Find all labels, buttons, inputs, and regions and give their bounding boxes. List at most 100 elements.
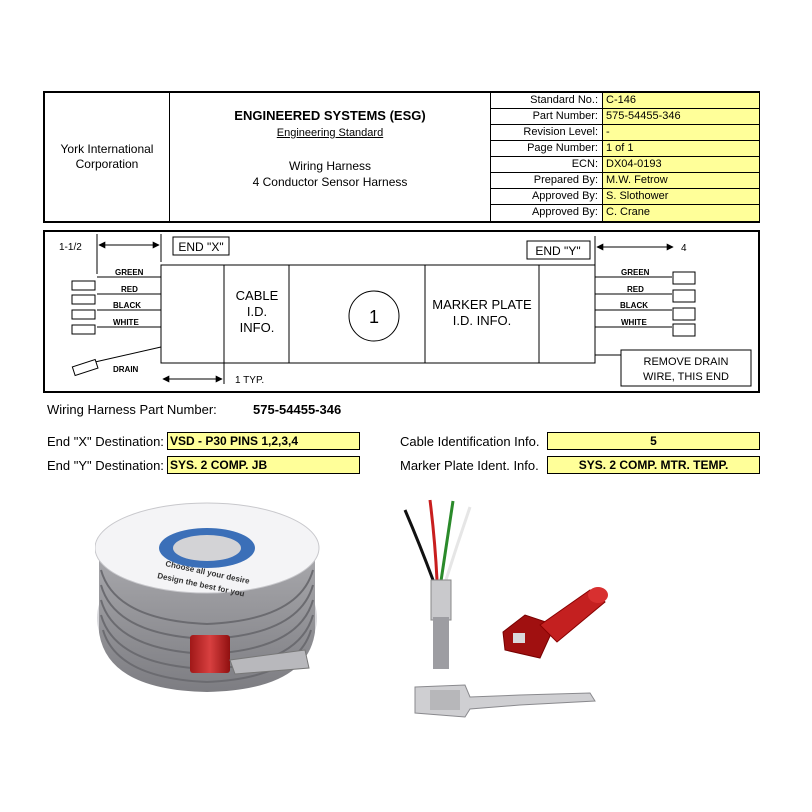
white-wire <box>443 506 472 584</box>
marker-plate-label: Marker Plate Ident. Info. <box>400 458 539 473</box>
cable-id-field: 5 <box>547 432 760 450</box>
callout-circle <box>348 290 400 342</box>
document-title: ENGINEERED SYSTEMS (ESG) <box>234 108 426 123</box>
cable-jacket <box>433 617 449 669</box>
wire-terminal <box>672 271 696 285</box>
property-value: C-146 <box>603 93 759 108</box>
end-y-destination-label: End "Y" Destination: <box>47 458 164 473</box>
properties-table: Standard No.: C-146 Part Number: 575-544… <box>490 93 760 221</box>
property-value: 575-54455-346 <box>603 109 759 124</box>
red-sleeve <box>190 635 230 673</box>
wire-label-left: GREEN <box>115 268 144 277</box>
wire-terminal <box>71 280 96 291</box>
end-y-label: END "Y" <box>535 244 580 258</box>
wire-terminal <box>71 294 96 305</box>
wire-terminal <box>71 309 96 320</box>
property-row: Part Number: 575-54455-346 <box>491 109 759 125</box>
marker-line1: MARKER PLATE <box>432 297 532 312</box>
property-value: 1 of 1 <box>603 141 759 156</box>
end-x-destination-field: VSD - P30 PINS 1,2,3,4 <box>167 432 360 450</box>
property-row: Page Number: 1 of 1 <box>491 141 759 157</box>
property-value: M.W. Fetrow <box>603 173 759 188</box>
property-value: DX04-0193 <box>603 157 759 172</box>
dim-left-label: 1-1/2 <box>59 242 82 253</box>
property-label: Part Number: <box>491 109 603 124</box>
cable-id-line3: INFO. <box>240 320 275 335</box>
property-label: Page Number: <box>491 141 603 156</box>
note-box <box>620 349 752 387</box>
end-y-box <box>526 240 591 260</box>
property-label: Revision Level: <box>491 125 603 140</box>
property-label: Prepared By: <box>491 173 603 188</box>
wire-terminal <box>672 289 696 303</box>
wire-label-left: BLACK <box>113 301 141 310</box>
wire-terminal <box>672 307 696 321</box>
connector-sleeve <box>539 589 606 643</box>
end-x-box <box>172 236 230 256</box>
property-row: Approved By: S. Slothower <box>491 189 759 205</box>
company-cell: York International Corporation <box>45 93 170 221</box>
shield-braid <box>430 579 452 621</box>
wire-label-right: GREEN <box>621 268 650 277</box>
callout-number: 1 <box>369 307 379 327</box>
connector-metal <box>513 633 525 643</box>
end-x-label: END "X" <box>178 240 223 254</box>
property-row: Approved By: C. Crane <box>491 205 759 221</box>
harness-diagram: 1-1/2 END "X" CABLE I.D. INFO. 1 MARKER … <box>43 230 760 393</box>
typ-label: 1 TYP. <box>235 375 264 386</box>
property-row: Standard No.: C-146 <box>491 93 759 109</box>
wire-label-left: WHITE <box>113 318 139 327</box>
part-number-label: Wiring Harness Part Number: <box>47 402 217 417</box>
property-value: - <box>603 125 759 140</box>
pin-crimp <box>430 690 460 710</box>
connector-end <box>588 587 608 603</box>
title-block: York International Corporation ENGINEERE… <box>43 91 760 223</box>
description-line1: Wiring Harness <box>288 159 372 173</box>
note-line2: WIRE, THIS END <box>643 371 729 383</box>
standard-title-cell: ENGINEERED SYSTEMS (ESG) Engineering Sta… <box>170 93 490 221</box>
end-x-destination-label: End "X" Destination: <box>47 434 164 449</box>
drain-terminal <box>71 358 99 377</box>
drain-label: DRAIN <box>113 365 139 374</box>
harness-body <box>160 264 596 364</box>
document-subtitle: Engineering Standard <box>276 127 384 139</box>
property-row: Prepared By: M.W. Fetrow <box>491 173 759 189</box>
stripped-cable-image <box>403 499 472 669</box>
red-wire <box>428 499 439 581</box>
cable-id-line2: I.D. <box>247 304 267 319</box>
property-label: Approved By: <box>491 205 603 221</box>
drain-wire <box>94 346 162 363</box>
wire-label-right: WHITE <box>621 318 647 327</box>
description-line2: 4 Conductor Sensor Harness <box>252 175 408 189</box>
company-name-line2: Corporation <box>75 157 139 171</box>
green-wire <box>439 500 455 582</box>
dim-right-label: 4 <box>681 243 687 254</box>
company-name-line1: York International <box>60 142 154 156</box>
marker-line2: I.D. INFO. <box>453 313 512 328</box>
property-row: Revision Level: - <box>491 125 759 141</box>
wire-label-right: RED <box>627 285 644 294</box>
end-y-destination-field: SYS. 2 COMP. JB <box>167 456 360 474</box>
part-number-value: 575-54455-346 <box>253 402 342 417</box>
wire-terminal <box>672 323 696 337</box>
wire-label-left: RED <box>121 285 138 294</box>
cable-id-label: Cable Identification Info. <box>400 434 540 449</box>
note-line1: REMOVE DRAIN <box>644 356 729 368</box>
property-value: S. Slothower <box>603 189 759 204</box>
cable-id-line1: CABLE <box>236 288 279 303</box>
cable-end <box>229 649 310 675</box>
black-wire <box>403 509 435 581</box>
property-label: Approved By: <box>491 189 603 204</box>
pin-terminal-image <box>414 684 596 718</box>
property-row: ECN: DX04-0193 <box>491 157 759 173</box>
marker-plate-field: SYS. 2 COMP. MTR. TEMP. <box>547 456 760 474</box>
property-value: C. Crane <box>603 205 759 221</box>
property-label: Standard No.: <box>491 93 603 108</box>
red-connector-image <box>502 587 608 659</box>
harness-diagram-svg: 1-1/2 END "X" CABLE I.D. INFO. 1 MARKER … <box>59 234 752 387</box>
wire-terminal <box>71 324 96 335</box>
property-label: ECN: <box>491 157 603 172</box>
wire-label-right: BLACK <box>620 301 648 310</box>
spool-hub <box>173 535 241 561</box>
cable-spool-image: Choose all your desire Design the best f… <box>95 502 320 692</box>
